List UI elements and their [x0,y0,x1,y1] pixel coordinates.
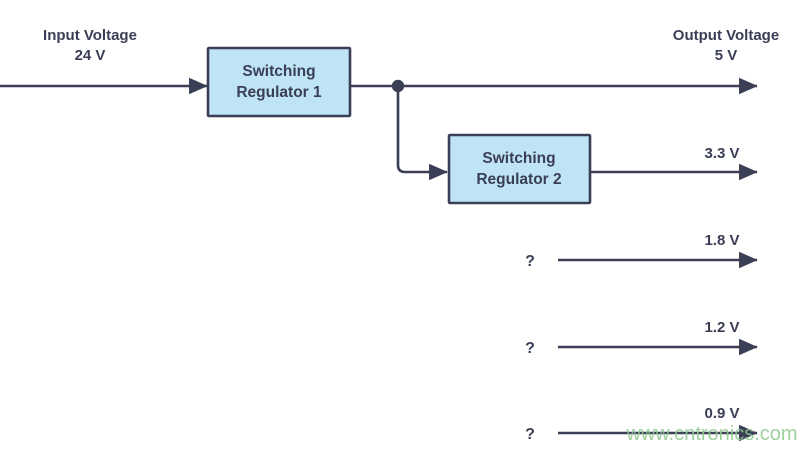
input-caption-value: 24 V [75,47,106,64]
input-caption-title: Input Voltage [43,27,137,44]
branch-to-regulator-2 [396,86,448,181]
regulator-1-block[interactable] [206,46,352,118]
rail-0v9-unknown-marker: ? [525,426,535,443]
rail-0v9-value: 0.9 V [704,405,739,422]
regulator-2-label-line1: Switching [482,150,555,167]
regulator-2-block[interactable] [447,133,592,205]
rail-1v8-unknown-marker: ? [525,253,535,270]
rail-1v8-value: 1.8 V [704,232,739,249]
rail-1v2-value: 1.2 V [704,319,739,336]
regulator-1-label-line1: Switching [242,63,315,80]
output-caption-title: Output Voltage [673,27,779,44]
rail-3v3-value: 3.3 V [704,145,739,162]
regulator-1-label-line2: Regulator 1 [236,84,322,101]
rail-1v2-unknown-marker: ? [525,340,535,357]
regulator-2-label-line2: Regulator 2 [476,171,561,188]
output-caption-value: 5 V [715,47,738,64]
watermark-text: www.cntronics.com [625,423,797,445]
